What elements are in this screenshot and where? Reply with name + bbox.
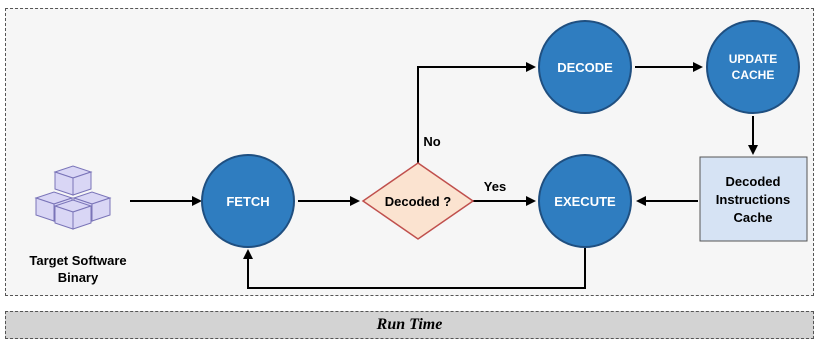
source-label-line1: Target Software [29,253,126,268]
update-cache-label-line2: CACHE [732,68,775,82]
update-cache-node [706,20,800,114]
fetch-node [201,154,295,248]
edge-label-yes: Yes [484,179,506,194]
update-cache-label-line1: UPDATE [729,52,777,66]
flow-diagram: Target Software Binary No Yes FETCH Deco… [29,20,808,289]
edge-decision-to-decode [417,62,536,163]
edge-label-no: No [423,134,440,149]
decode-node [538,20,632,114]
decode-label: DECODE [557,60,613,75]
runtime-footer: Run Time [5,311,814,339]
source-label-line2: Binary [58,270,99,285]
execute-node [538,154,632,248]
decision-label: Decoded ? [385,194,452,209]
cache-label-line1: Decoded [726,174,781,189]
cache-label-line2: Instructions [716,192,790,207]
cache-node [699,156,808,242]
execute-label: EXECUTE [554,194,616,209]
cubes-icon [34,165,112,230]
fetch-label: FETCH [226,194,269,209]
decision-node [361,162,475,240]
runtime-panel [5,8,814,296]
edge-execute-to-fetch [243,248,586,289]
runtime-label: Run Time [376,316,443,333]
cache-label-line3: Cache [733,210,772,225]
